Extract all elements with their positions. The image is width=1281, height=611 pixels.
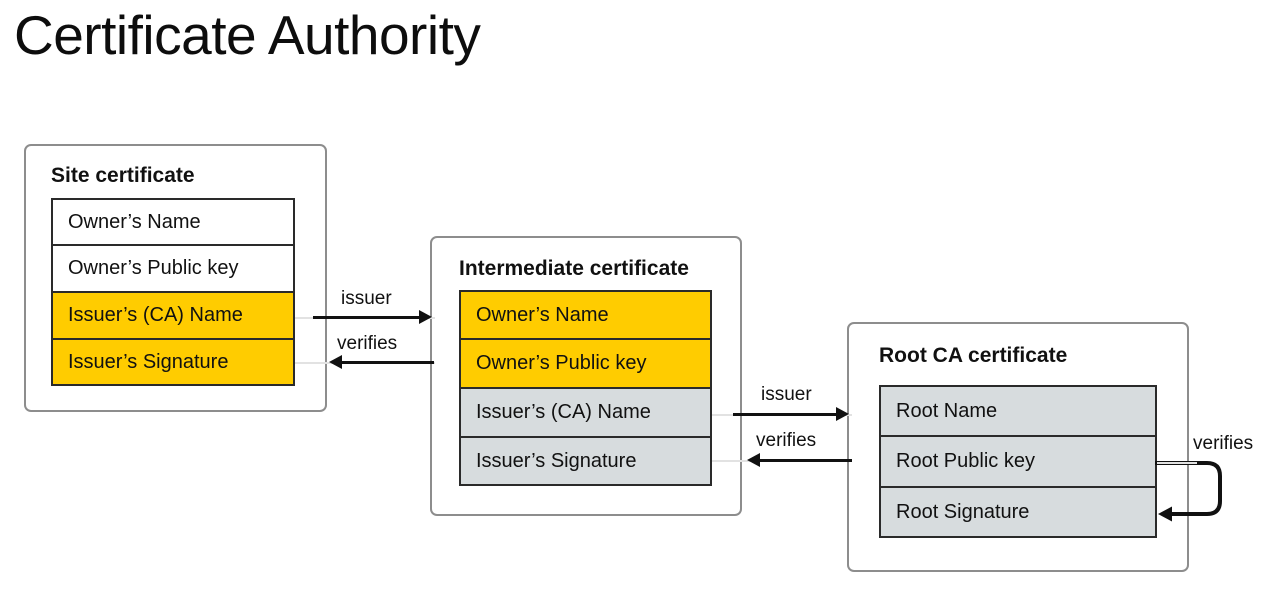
intermediate-row-issuer-ca-name-label: Issuer’s (CA) Name [476,401,651,423]
verifies-arrow-site-line [342,361,434,364]
issuer-arrow-intermediate-head [836,407,849,421]
verifies-arrow-intermediate-line [760,459,852,462]
site-row-owner-public-key-label: Owner’s Public key [68,257,239,279]
site-row-issuer-ca-name-label: Issuer’s (CA) Name [68,304,243,326]
root-row-name: Root Name [879,385,1157,436]
root-certificate-title: Root CA certificate [879,344,1068,367]
verifies-arrow-intermediate-head [747,453,760,467]
intermediate-row-owner-name-label: Owner’s Name [476,303,609,326]
intermediate-certificate-title: Intermediate certificate [459,257,689,280]
connector-label-issuer-site: issuer [341,288,392,309]
site-row-issuer-signature-label: Issuer’s Signature [68,350,229,373]
intermediate-row-owner-name: Owner’s Name [459,290,712,339]
site-row-issuer-signature: Issuer’s Signature [51,339,295,386]
page-title: Certificate Authority [14,4,481,66]
root-row-name-label: Root Name [896,399,998,422]
root-row-public-key-label: Root Public key [896,450,1035,472]
connector-label-verifies-site: verifies [337,333,398,354]
connector-label-verifies-intermediate: verifies [756,430,817,451]
site-certificate-fields: Owner’s Name Owner’s Public key Issuer’s… [51,198,295,386]
root-row-signature-label: Root Signature [896,500,1030,523]
root-loop-hairline [1157,462,1197,464]
site-row-owner-name: Owner’s Name [51,198,295,245]
root-self-verifies-loop [1155,461,1222,522]
connector-label-verifies-root: verifies [1193,433,1254,454]
intermediate-row-issuer-signature-label: Issuer’s Signature [476,449,637,472]
intermediate-row-owner-public-key-label: Owner’s Public key [476,352,647,374]
intermediate-row-owner-public-key: Owner’s Public key [459,339,712,388]
issuer-arrow-site-line [313,316,419,319]
intermediate-row-issuer-signature: Issuer’s Signature [459,437,712,486]
site-row-issuer-ca-name: Issuer’s (CA) Name [51,292,295,339]
issuer-arrow-intermediate-line [733,413,836,416]
site-certificate-title: Site certificate [51,164,195,187]
intermediate-certificate-fields: Owner’s Name Owner’s Public key Issuer’s… [459,290,712,486]
root-certificate-fields: Root Name Root Public key Root Signature [879,385,1157,538]
issuer-arrow-site-head [419,310,432,324]
intermediate-row-issuer-ca-name: Issuer’s (CA) Name [459,388,712,437]
site-row-owner-public-key: Owner’s Public key [51,245,295,292]
site-row-owner-name-label: Owner’s Name [68,210,201,233]
verifies-arrow-site-head [329,355,342,369]
root-row-public-key: Root Public key [879,436,1157,487]
connector-label-issuer-intermediate: issuer [761,384,812,405]
root-row-signature: Root Signature [879,487,1157,538]
